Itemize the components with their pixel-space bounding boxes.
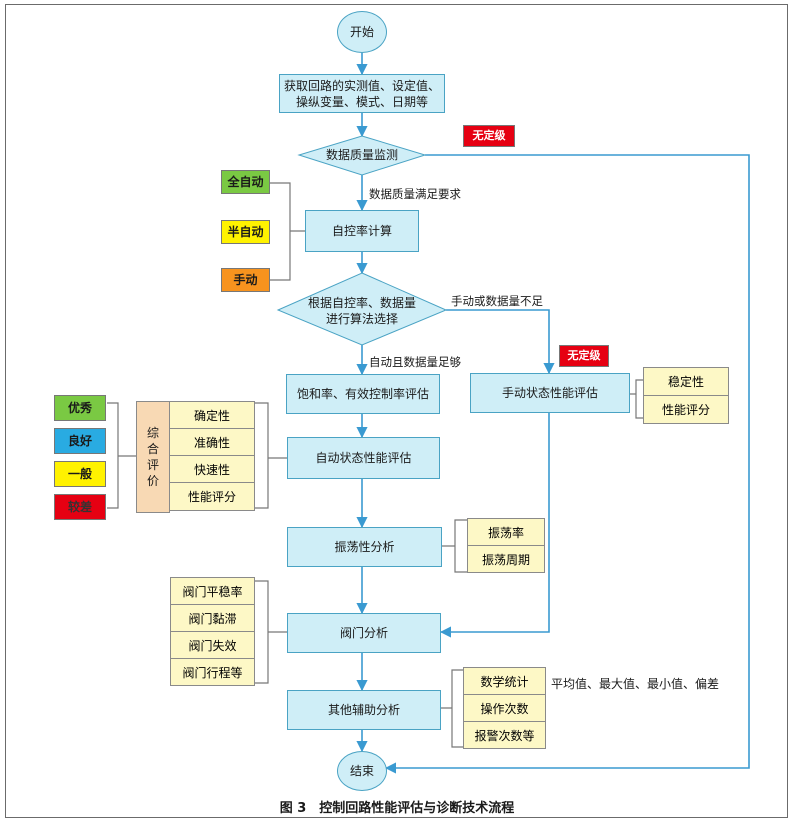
oscillation-box: 振荡性分析 <box>287 527 442 567</box>
select-line-2: 进行算法选择 <box>325 312 398 326</box>
valve-items-stack: 阀门平稳率 阀门黏滞 阀门失效 阀门行程等 <box>170 577 255 687</box>
figure-frame <box>5 4 788 818</box>
other-item-alarms: 报警次数等 <box>463 721 546 749</box>
auto-sufficient-label: 自动且数据量足够 <box>369 355 461 369</box>
acquire-line-2: 操纵变量、模式、日期等 <box>295 94 428 109</box>
arrow-quality-to-end <box>384 154 750 774</box>
quality-check-label: 数据质量监测 <box>325 148 398 162</box>
auto-item-accuracy: 准确性 <box>169 428 255 456</box>
manual-item-stability: 稳定性 <box>643 367 729 396</box>
algorithm-select-label: 根据自控率、数据量 进行算法选择 <box>290 294 434 328</box>
bracket-modes <box>270 182 305 281</box>
other-item-operations: 操作次数 <box>463 694 546 722</box>
auto-item-speed: 快速性 <box>169 455 255 483</box>
bracket-auto-items <box>255 402 287 509</box>
end-node: 结束 <box>337 751 387 791</box>
acquire-line-1: 获取回路的实测值、设定值、 <box>283 78 440 93</box>
figure-caption: 图 3 控制回路性能评估与诊断技术流程 <box>279 801 515 816</box>
overall-eval-box: 综 合 评 价 <box>136 401 170 513</box>
grade-poor: 较差 <box>54 494 106 520</box>
other-items-stack: 数学统计 操作次数 报警次数等 <box>463 667 546 751</box>
manual-item-score: 性能评分 <box>643 395 729 424</box>
auto-perf-box: 自动状态性能评估 <box>287 437 440 479</box>
bracket-other-items <box>441 669 463 748</box>
stats-note-label: 平均值、最大值、最小值、偏差 <box>551 677 720 691</box>
auto-rate-box: 自控率计算 <box>305 210 419 252</box>
osc-items-stack: 振荡率 振荡周期 <box>467 518 545 574</box>
no-rating-tag-2: 无定级 <box>559 345 609 367</box>
manual-perf-box: 手动状态性能评估 <box>470 373 630 413</box>
mode-manual: 手动 <box>221 268 270 292</box>
bracket-grades <box>107 402 136 509</box>
algorithm-select-diamond <box>276 272 448 346</box>
select-line-1: 根据自控率、数据量 <box>307 296 416 310</box>
arrow-manual-valve <box>439 413 550 638</box>
start-node: 开始 <box>337 11 387 53</box>
valve-analysis-box: 阀门分析 <box>287 613 441 653</box>
bracket-osc-items <box>442 519 467 573</box>
auto-items-stack: 确定性 准确性 快速性 性能评分 <box>169 401 255 513</box>
other-item-stats: 数学统计 <box>463 667 546 695</box>
valve-item-travel: 阀门行程等 <box>170 658 255 686</box>
bracket-manual-items <box>630 379 643 419</box>
bracket-valve-items <box>255 580 287 684</box>
grade-average: 一般 <box>54 461 106 487</box>
osc-item-period: 振荡周期 <box>467 545 545 573</box>
manual-insufficient-label: 手动或数据量不足 <box>451 294 543 308</box>
auto-item-certainty: 确定性 <box>169 401 255 429</box>
overall-char-1: 综 <box>146 426 159 440</box>
arrow-select-manual <box>446 309 555 375</box>
overall-char-2: 合 <box>146 442 159 456</box>
osc-item-rate: 振荡率 <box>467 518 545 546</box>
quality-check-diamond <box>297 135 427 176</box>
mode-full-auto: 全自动 <box>221 170 270 194</box>
auto-item-score: 性能评分 <box>169 482 255 511</box>
saturation-eval-box: 饱和率、有效控制率评估 <box>286 374 440 414</box>
overall-char-3: 评 <box>146 458 159 472</box>
grade-excellent: 优秀 <box>54 395 106 421</box>
mode-half-auto: 半自动 <box>221 220 270 244</box>
valve-item-stability: 阀门平稳率 <box>170 577 255 605</box>
no-rating-tag-1: 无定级 <box>463 125 515 147</box>
valve-item-failure: 阀门失效 <box>170 631 255 659</box>
overall-char-4: 价 <box>146 474 159 488</box>
quality-ok-label: 数据质量满足要求 <box>369 187 461 201</box>
acquire-data-box: 获取回路的实测值、设定值、 操纵变量、模式、日期等 <box>279 74 445 113</box>
other-analysis-box: 其他辅助分析 <box>287 690 441 730</box>
valve-item-stiction: 阀门黏滞 <box>170 604 255 632</box>
grade-good: 良好 <box>54 428 106 454</box>
manual-items-stack: 稳定性 性能评分 <box>643 367 729 425</box>
